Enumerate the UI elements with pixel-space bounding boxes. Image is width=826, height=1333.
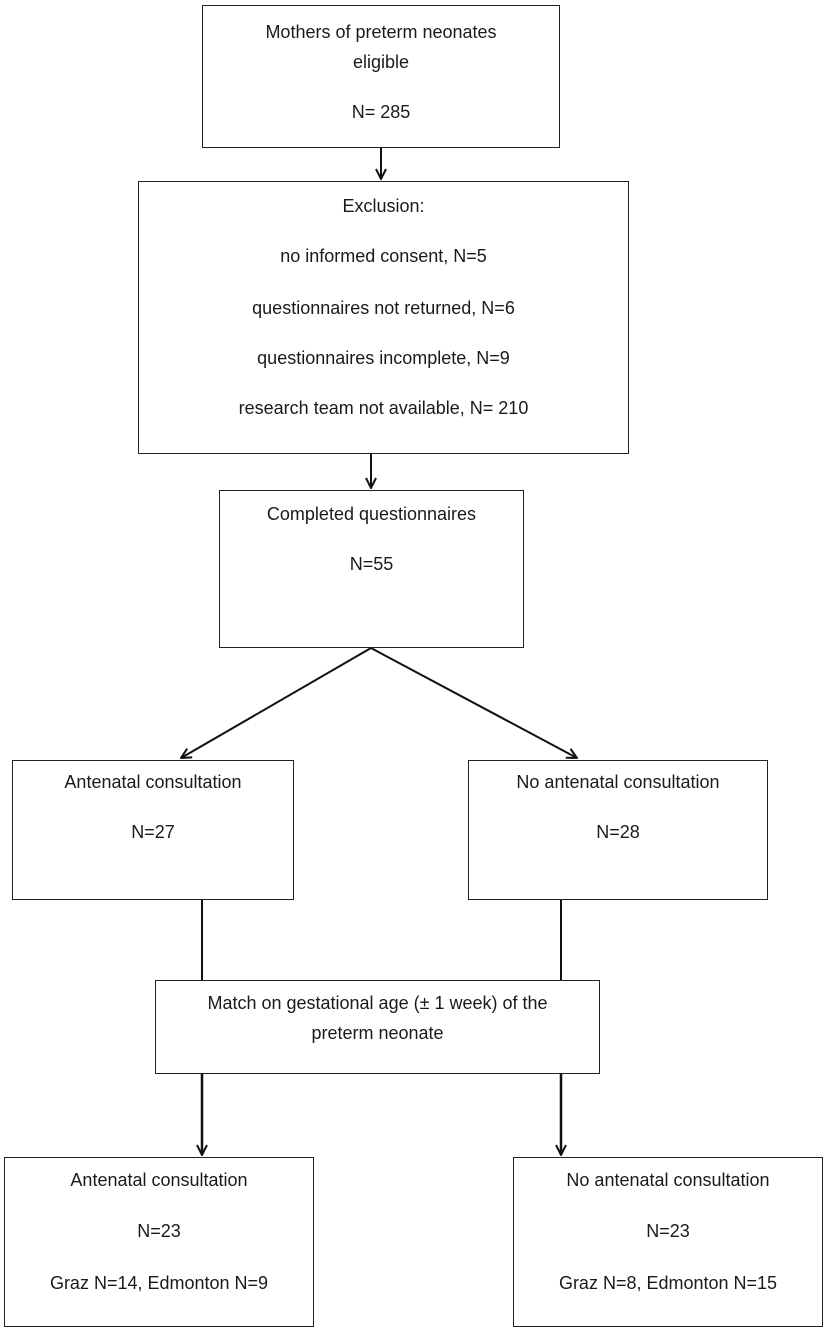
- exclusion-item: questionnaires incomplete, N=9: [257, 348, 510, 368]
- completed-title: Completed questionnaires: [266, 504, 477, 524]
- match-line1: Match on gestational age (± 1 week) of t…: [207, 993, 548, 1013]
- matched-no-antenatal-title: No antenatal consultation: [566, 1170, 770, 1190]
- matched-no-antenatal-box: No antenatal consultation N=23 Graz N=8,…: [513, 1157, 823, 1327]
- antenatal-box: Antenatal consultation N=27: [12, 760, 294, 900]
- matched-no-antenatal-sites: Graz N=8, Edmonton N=15: [558, 1273, 778, 1293]
- matched-antenatal-sites: Graz N=14, Edmonton N=9: [49, 1273, 269, 1293]
- no-antenatal-box: No antenatal consultation N=28: [468, 760, 768, 900]
- exclusion-heading: Exclusion:: [342, 196, 425, 216]
- match-box: Match on gestational age (± 1 week) of t…: [155, 980, 600, 1074]
- exclusion-item: questionnaires not returned, N=6: [252, 298, 515, 318]
- arrow-completed-to-antenatal: [181, 647, 372, 758]
- eligible-box: Mothers of preterm neonates eligible N= …: [202, 5, 560, 148]
- eligible-title-line2: eligible: [352, 52, 410, 72]
- no-antenatal-title: No antenatal consultation: [516, 772, 720, 792]
- exclusion-box: Exclusion: no informed consent, N=5 ques…: [138, 181, 629, 454]
- completed-box: Completed questionnaires N=55: [219, 490, 524, 648]
- match-line2: preterm neonate: [311, 1023, 444, 1043]
- no-antenatal-count: N=28: [596, 822, 640, 842]
- matched-antenatal-title: Antenatal consultation: [70, 1170, 248, 1190]
- antenatal-title: Antenatal consultation: [64, 772, 242, 792]
- matched-antenatal-box: Antenatal consultation N=23 Graz N=14, E…: [4, 1157, 314, 1327]
- eligible-title-line1: Mothers of preterm neonates: [265, 22, 497, 42]
- eligible-count: N= 285: [351, 102, 411, 122]
- antenatal-count: N=27: [131, 822, 175, 842]
- exclusion-item: no informed consent, N=5: [280, 246, 487, 266]
- exclusion-item: research team not available, N= 210: [238, 398, 529, 418]
- matched-antenatal-count: N=23: [137, 1221, 181, 1241]
- matched-no-antenatal-count: N=23: [646, 1221, 690, 1241]
- completed-count: N=55: [349, 554, 394, 574]
- arrow-completed-to-no-antenatal: [370, 647, 577, 758]
